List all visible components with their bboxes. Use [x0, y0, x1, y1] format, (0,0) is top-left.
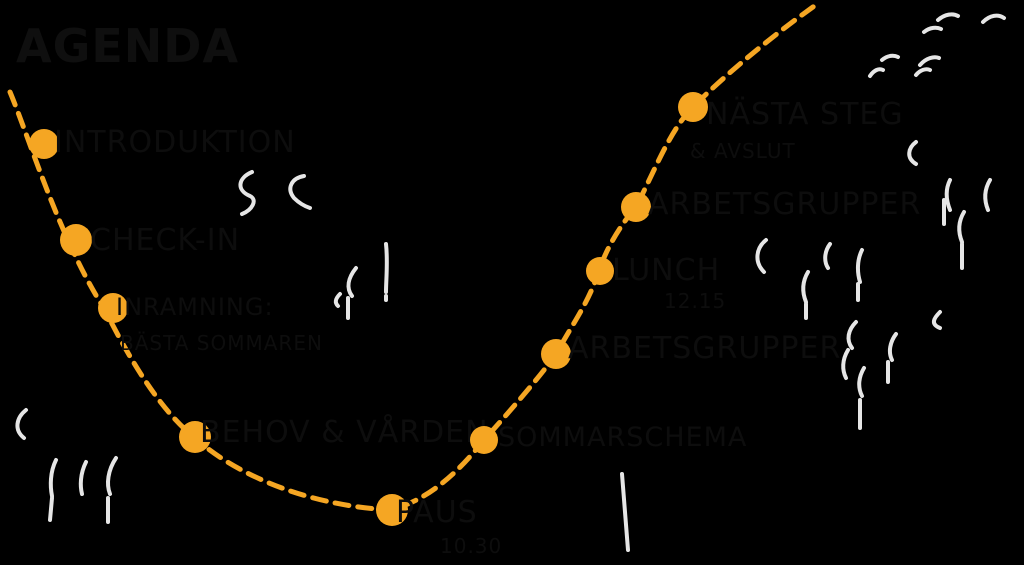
station-check-in: CHECK-IN [60, 223, 240, 258]
station-label: INTRODUKTION [54, 125, 296, 160]
station-sublabel: 10.30 [440, 534, 502, 558]
station-dot [29, 129, 59, 159]
station-label: PAUS [396, 495, 478, 530]
station-dot [586, 257, 614, 285]
station-lunch: LUNCH 12.15 [586, 253, 726, 313]
station-arbetsgrupper-1: ARBETSGRUPPER [541, 331, 841, 369]
station-dot [470, 426, 498, 454]
station-dot [621, 192, 651, 222]
station-label: BEHOV & VÅRDEN [200, 414, 489, 450]
figure-strokes [15, 12, 1006, 552]
station-label: LUNCH [612, 253, 720, 288]
station-sublabel: BÄSTA SOMMAREN [120, 331, 323, 355]
station-sommarschema: SOMMARSCHEMA [470, 422, 747, 454]
station-behov-varden: BEHOV & VÅRDEN [179, 414, 489, 453]
station-sublabel: & AVSLUT [690, 139, 796, 163]
station-label: ARBETSGRUPPER [568, 331, 841, 366]
station-nasta-steg: NÄSTA STEG & AVSLUT [678, 92, 904, 163]
station-paus: PAUS 10.30 [376, 494, 502, 558]
station-dot [678, 92, 708, 122]
agenda-title: AGENDA [16, 19, 239, 73]
station-sublabel: 12.15 [664, 289, 726, 313]
station-arbetsgrupper-2: ARBETSGRUPPER [621, 187, 921, 222]
station-label: ARBETSGRUPPER [648, 187, 921, 222]
station-label: SOMMARSCHEMA [498, 422, 747, 453]
station-dot [98, 293, 128, 323]
station-inramning: INRAMNING: BÄSTA SOMMAREN [98, 293, 323, 355]
station-introduktion: INTRODUKTION [29, 125, 296, 160]
station-label: CHECK-IN [90, 223, 240, 258]
station-dot [376, 494, 408, 526]
station-label: NÄSTA STEG [706, 96, 904, 132]
station-dot [541, 339, 571, 369]
station-dot [179, 421, 211, 453]
station-dot [60, 224, 92, 256]
station-label: INRAMNING: [116, 293, 274, 321]
